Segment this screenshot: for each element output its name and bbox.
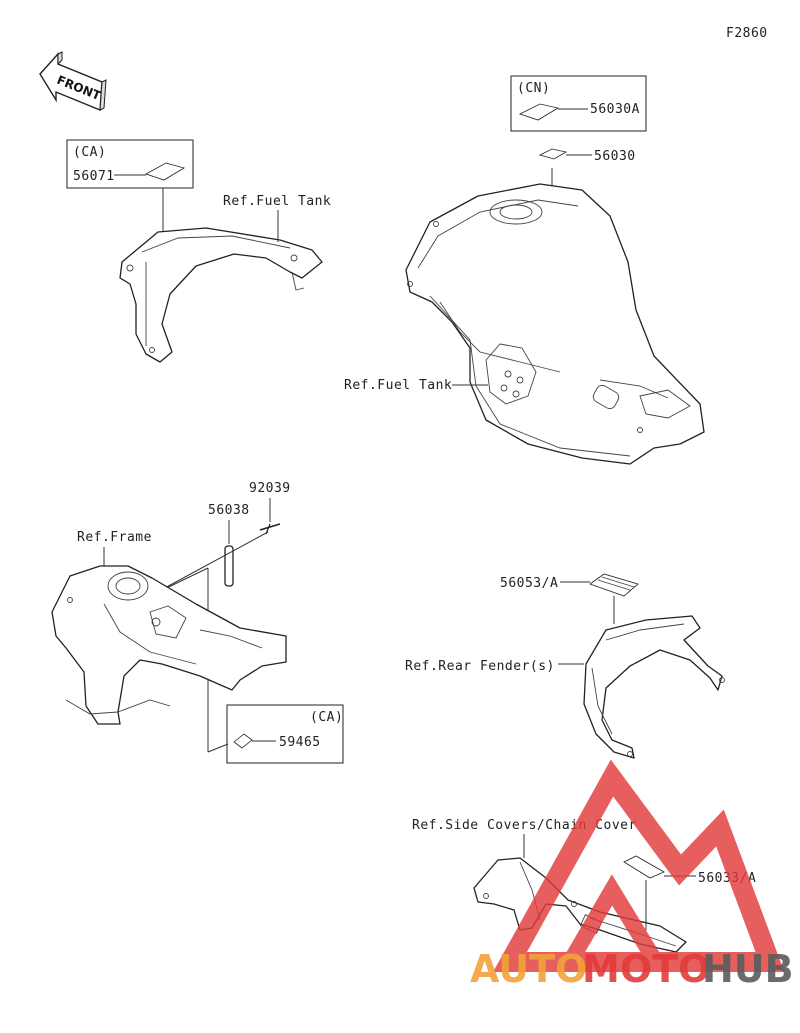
part-56030-label: 56030 (594, 149, 636, 164)
watermark-text: AUTO MOTO HUB (470, 947, 794, 991)
meter-cover-bracket (119, 227, 323, 363)
frame (51, 565, 287, 725)
decal-56053a (589, 573, 639, 597)
figure-code: F2860 (726, 26, 768, 41)
label-56038 (224, 545, 234, 587)
ref-frame-label: Ref.Frame (77, 530, 152, 545)
ref-rear-fender-label: Ref.Rear Fender(s) (405, 659, 555, 674)
clip-92039 (259, 523, 281, 535)
cn-box (510, 75, 647, 132)
ref-fuel-tank-top-label: Ref.Fuel Tank (223, 194, 331, 209)
front-arrow-icon: FRONT (39, 51, 107, 112)
part-56053a-label: 56053/A (500, 576, 558, 591)
watermark-logo (493, 759, 785, 972)
part-56030a-label: 56030A (590, 102, 640, 117)
ca-label-top: (CA) (73, 145, 106, 160)
fuel-tank (405, 183, 705, 465)
ca-box-bottom (226, 704, 344, 764)
decal-56071 (145, 162, 186, 181)
decal-56030 (538, 148, 568, 160)
rear-fender (583, 615, 725, 759)
ref-fuel-tank-right-label: Ref.Fuel Tank (344, 378, 452, 393)
label-56030a-group: (CN) 56030A (510, 75, 647, 132)
decal-59465 (233, 733, 253, 749)
ref-side-covers-label: Ref.Side Covers/Chain Cover (412, 818, 637, 833)
watermark-auto: AUTO (470, 947, 587, 991)
decal-56033a (623, 855, 665, 879)
part-56071-label: 56071 (73, 169, 115, 184)
label-59465-group: (CA) 59465 (226, 704, 344, 764)
cn-label: (CN) (517, 81, 550, 96)
decal-56030a (518, 103, 560, 121)
part-59465-label: 59465 (279, 735, 321, 750)
watermark-triangle-icon (493, 759, 785, 972)
watermark-hub: HUB (702, 947, 794, 991)
label-56071-group: (CA) 56071 (66, 139, 194, 236)
watermark-moto: MOTO (582, 947, 710, 991)
ca-box-top (66, 139, 194, 189)
ca-label-bottom: (CA) (310, 710, 343, 725)
part-92039-label: 92039 (249, 481, 291, 496)
part-56038-label: 56038 (208, 503, 250, 518)
